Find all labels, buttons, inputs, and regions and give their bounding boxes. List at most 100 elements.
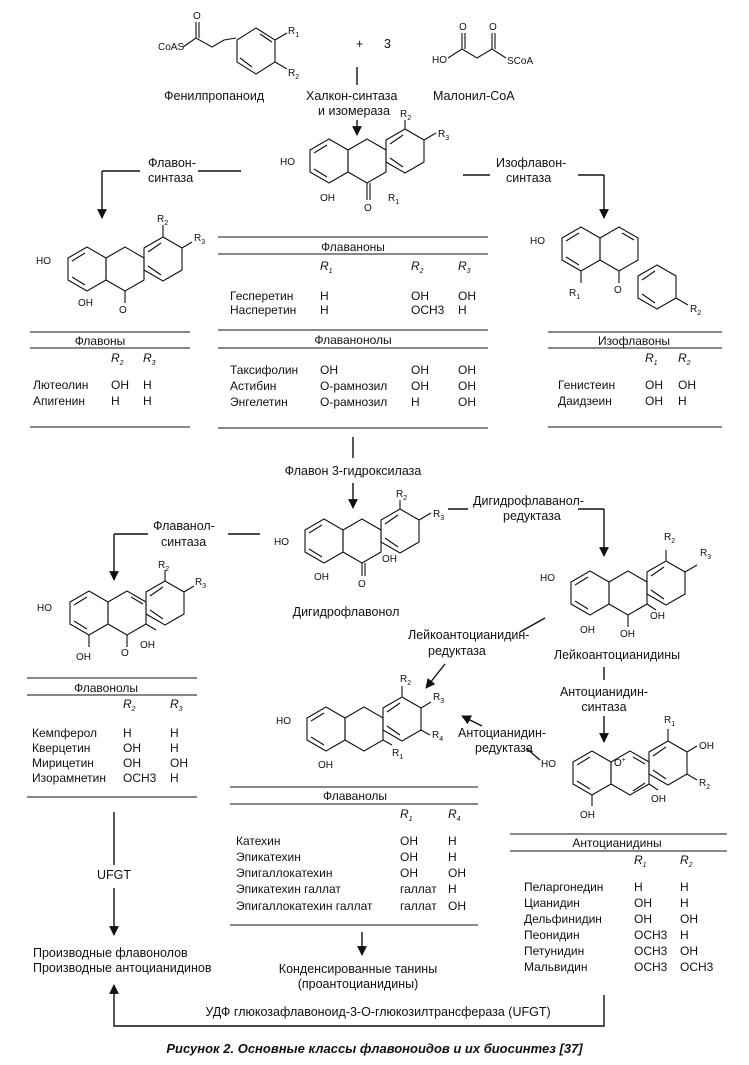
leucoanthocyanidin-structure: HO OH OH OH R2 R3 (540, 532, 711, 640)
table-cell: OH (634, 896, 652, 910)
tannins-label-2: (проантоцианидины) (298, 977, 419, 991)
flavanone-structure: HO OH O R1 R2 R3 (280, 109, 449, 214)
flavanones-col-r2: R2 (411, 259, 424, 275)
flavanol-oh: OH (318, 760, 333, 771)
carbonyl-o-label: O (193, 11, 201, 22)
plus-sign: + (356, 37, 363, 51)
flavone-r3: R3 (194, 233, 205, 246)
flavanonols-title: Флаванонолы (314, 333, 391, 347)
table-cell: OH (448, 899, 466, 913)
table-cell: H (123, 726, 132, 740)
flavanone-oh: OH (320, 193, 335, 204)
table-cell: Апигенин (33, 394, 85, 408)
table-cell: О-рамнозил (320, 379, 387, 393)
flavanol-r4: R4 (432, 730, 443, 743)
table-cell: Кемпферол (32, 726, 97, 740)
scoa-label: SCoA (507, 56, 533, 67)
antho-oh1: OH (580, 810, 595, 821)
flavanols-title: Флаванолы (323, 789, 387, 803)
malonyl-o1: O (459, 22, 467, 33)
malonyl-coa-label: Малонил-CoA (433, 89, 515, 103)
table-cell: Лютеолин (33, 378, 88, 392)
r1-label: R1 (288, 26, 299, 39)
flavonol-o: O (121, 648, 129, 659)
table-cell: Цианидин (524, 896, 580, 910)
dihydroflavonol-ho: HO (274, 537, 289, 548)
flavonol-oh2: OH (140, 640, 155, 651)
table-cell: H (170, 741, 179, 755)
flavone-r2: R2 (157, 214, 168, 227)
leucoanthocyanidins-label: Лейкоантоцианидины (554, 648, 680, 662)
flavanols-table: Флаванолы R1 R4 Катехин OH H Эпикатехин … (230, 786, 478, 926)
lar-arrow (425, 663, 446, 689)
table-cell: Эпикатехин (236, 850, 301, 864)
table-cell: Пеонидин (524, 928, 580, 942)
enzyme-f3h: Флавон 3-гидроксилаза (285, 464, 422, 478)
dihydroflavonol-r3: R3 (433, 509, 444, 522)
dihydroflavonol-o: O (358, 579, 366, 590)
table-cell: OH (645, 394, 663, 408)
derivatives-anthocyanidins: Производные антоцианидинов (33, 961, 212, 975)
table-cell: H (320, 303, 329, 317)
antho-o-plus: O+ (614, 757, 626, 769)
dihydroflavonol-label: Дигидрофлавонол (293, 605, 400, 619)
table-cell: Эпигаллокатехин галлат (236, 899, 373, 913)
table-cell: H (448, 882, 457, 896)
table-cell: OCH3 (634, 944, 668, 958)
table-cell: H (448, 850, 457, 864)
table-cell: OCH3 (634, 928, 668, 942)
leuco-oh1: OH (580, 625, 595, 636)
table-cell: OH (645, 378, 663, 392)
dihydroflavonol-oh2: OH (382, 554, 397, 565)
table-cell: OH (320, 363, 338, 377)
table-cell: Мирицетин (32, 756, 94, 770)
enzyme-isoflavone-synth-2: синтаза (506, 171, 551, 185)
table-cell: Даидзеин (558, 394, 612, 408)
malonyl-coa-structure: HO O O SCoA (432, 22, 533, 67)
table-cell: О-рамнозил (320, 395, 387, 409)
isoflavone-o: O (614, 285, 622, 296)
table-cell: H (634, 880, 643, 894)
flavonols-title: Флавонолы (74, 681, 138, 695)
enzyme-anr-2: редуктаза (475, 741, 533, 755)
flavones-col-r3: R3 (143, 351, 156, 367)
stoich-three: 3 (384, 37, 391, 51)
flavanone-r1: R1 (388, 193, 399, 206)
flavonol-r2: R2 (158, 560, 169, 573)
isoflavones-table: Изофлавоны R1 R2 Генистеин OH OH Даидзеи… (548, 331, 722, 428)
flavonol-ho: HO (37, 603, 52, 614)
table-cell: H (111, 394, 120, 408)
table-cell: OH (411, 289, 429, 303)
table-cell: H (143, 394, 152, 408)
table-cell: H (143, 378, 152, 392)
table-cell: галлат (400, 899, 437, 913)
table-cell: OCH3 (680, 960, 714, 974)
enzyme-ans-2: синтаза (581, 700, 626, 714)
isoflavone-ho: HO (530, 236, 545, 247)
malonyl-ho-label: HO (432, 55, 447, 66)
enzyme-flavonol-synth-1: Флаванол- (153, 519, 215, 533)
table-cell: H (678, 394, 687, 408)
table-cell: OH (680, 912, 698, 926)
figure-caption: Рисунок 2. Основные классы флавоноидов и… (166, 1041, 583, 1056)
table-cell: Астибин (230, 379, 276, 393)
flavone-oh: OH (78, 298, 93, 309)
table-cell: Генистеин (558, 378, 615, 392)
table-cell: Насперетин (230, 303, 296, 317)
flavone-ho: HO (36, 256, 51, 267)
r2-label: R2 (288, 68, 299, 81)
table-cell: OH (458, 363, 476, 377)
flavones-table: Флавоны R2 R3 Лютеолин OH H Апигенин H H (30, 331, 190, 428)
table-cell: OH (400, 866, 418, 880)
table-cell: H (320, 289, 329, 303)
flavonols-col-r2: R2 (123, 697, 136, 713)
isoflavone-structure: HO O R1 R2 (530, 226, 701, 317)
table-cell: OCH3 (411, 303, 445, 317)
table-cell: Таксифолин (230, 363, 298, 377)
table-cell: H (680, 880, 689, 894)
table-cell: Дельфинидин (524, 912, 602, 926)
table-cell: OH (111, 378, 129, 392)
phenylpropanoid-structure: CoAS O R1 R2 (158, 11, 299, 81)
anthocyanidin-structure: HO O+ OH OH OH R1 R2 (541, 715, 714, 821)
table-cell: Пеларгонедин (524, 880, 603, 894)
